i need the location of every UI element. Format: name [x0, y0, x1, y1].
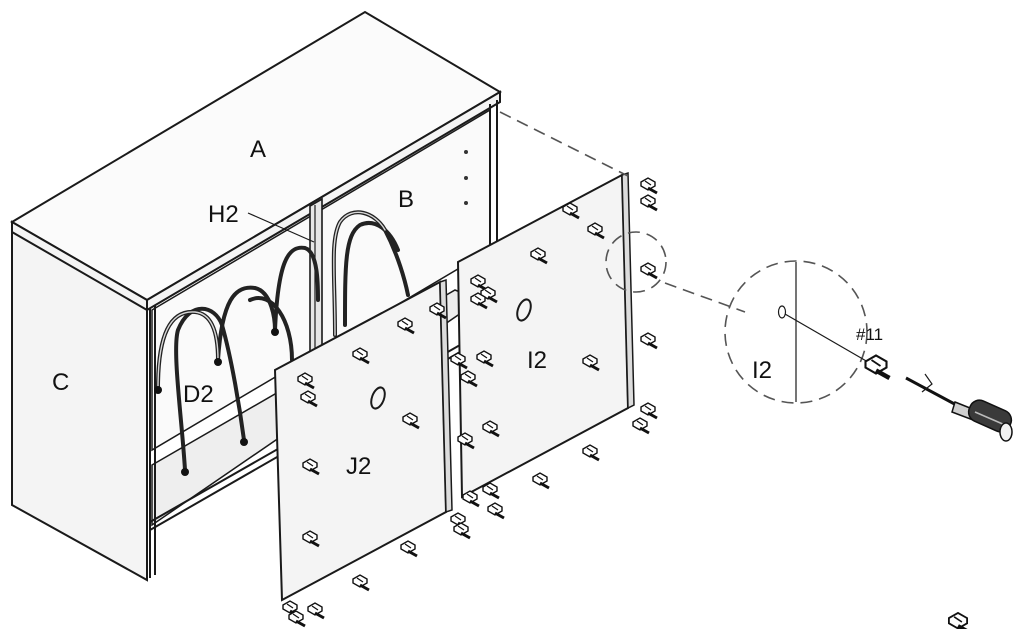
detail-callout: [499, 111, 890, 404]
handle-hole: [516, 298, 532, 322]
label-screw: #11: [856, 325, 883, 344]
hole-dot: [464, 176, 468, 180]
label-back-panel: B: [398, 186, 414, 213]
cabinet: [10, 10, 502, 582]
screwdriver-icon: [905, 373, 1013, 442]
label-side-panel: C: [52, 369, 69, 396]
label-door-right: I2: [527, 347, 547, 374]
wire-basket-d2: [154, 210, 410, 476]
door-panel-j2: [273, 278, 453, 602]
top-panel-side-edge: [11, 220, 148, 312]
label-basket: D2: [183, 381, 214, 408]
label-top-panel: A: [250, 136, 266, 163]
hole-dot: [464, 150, 468, 154]
screw-icon: [866, 356, 890, 379]
hole-dot: [464, 201, 468, 205]
loose-screw: [946, 610, 972, 629]
label-door-left: J2: [346, 453, 371, 480]
handle-hole: [370, 386, 386, 410]
label-detail-panel: I2: [752, 357, 772, 384]
label-divider: H2: [208, 201, 239, 228]
